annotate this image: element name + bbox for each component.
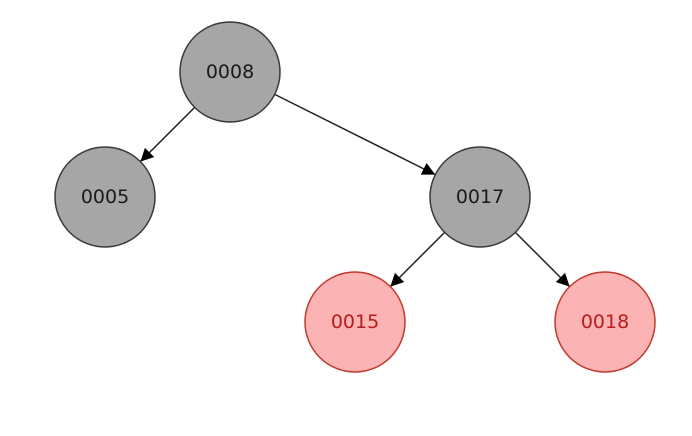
node-label: 0005: [81, 186, 129, 208]
tree-node-0017[interactable]: 0017: [429, 146, 531, 248]
tree-edges: [139, 93, 571, 288]
node-circle: [429, 146, 531, 248]
edge-0008-to-0017: [274, 93, 436, 176]
node-circle: [179, 21, 281, 123]
node-circle: [54, 146, 156, 248]
node-circle: [304, 271, 406, 373]
node-label: 0008: [206, 61, 254, 83]
edge-0017-to-0018: [514, 231, 571, 288]
edge-0017-to-0015: [389, 231, 446, 288]
tree-node-0008[interactable]: 0008: [179, 21, 281, 123]
node-label: 0017: [456, 186, 504, 208]
tree-nodes: 0008 0005 0017 0015 0018: [54, 21, 656, 373]
node-label: 0015: [331, 311, 379, 333]
node-circle: [554, 271, 656, 373]
tree-node-0005[interactable]: 0005: [54, 146, 156, 248]
edge-0008-to-0005: [139, 106, 196, 163]
tree-node-0015[interactable]: 0015: [304, 271, 406, 373]
node-label: 0018: [581, 311, 629, 333]
tree-node-0018[interactable]: 0018: [554, 271, 656, 373]
